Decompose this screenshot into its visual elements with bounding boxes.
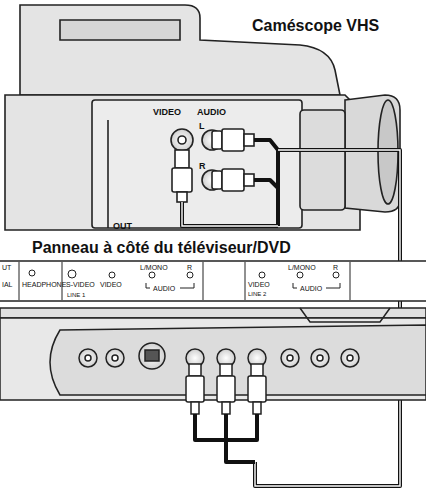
strip-label: AUDIO (300, 285, 322, 292)
jack-label: OUT (113, 222, 132, 231)
strip-label: LINE 1 (67, 292, 85, 298)
jack-label: L (199, 122, 205, 131)
strip-label: R (333, 264, 338, 271)
strip-label: VIDEO (248, 281, 270, 288)
strip-label: S-VIDEO (66, 281, 95, 288)
panel-title: Panneau à côté du téléviseur/DVD (32, 240, 291, 256)
video-plug (172, 150, 192, 202)
strip-label: AUDIO (153, 285, 175, 292)
tv-jacks (79, 343, 359, 369)
strip-label: VIDEO (100, 281, 122, 288)
strip-label: UT (2, 264, 11, 271)
tv-panel (0, 308, 426, 400)
strip-label: R (187, 264, 192, 271)
device-title: Caméscope VHS (252, 18, 379, 34)
jack-label: VIDEO (153, 108, 181, 117)
jack-label: R (199, 162, 206, 171)
strip-label: HEADPHONE (22, 281, 66, 288)
strip-label: LINE 2 (248, 291, 266, 297)
camcorder (5, 5, 400, 230)
tv-plugs (186, 364, 266, 414)
connector-strip (0, 261, 426, 301)
camcorder-jacks (108, 120, 222, 228)
strip-label: L/MONO (288, 264, 316, 271)
strip-label: IAL (2, 281, 13, 288)
strip-label: L/MONO (140, 264, 168, 271)
jack-label: AUDIO (197, 108, 226, 117)
audio-plugs (212, 129, 254, 191)
